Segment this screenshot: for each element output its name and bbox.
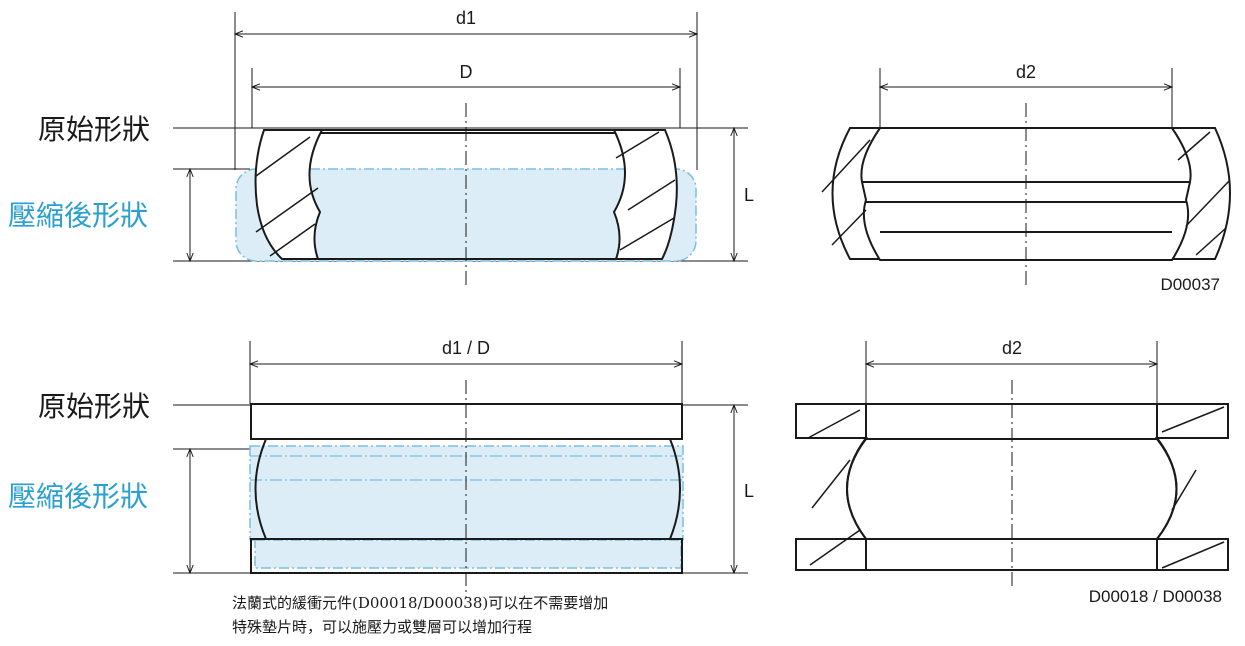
- d1-label: d1: [456, 8, 476, 28]
- left-wall: [254, 129, 324, 260]
- caption-line-2: 特殊墊片時，可以施壓力或雙層可以增加行程: [232, 618, 533, 636]
- original-shape-label-2: 原始形狀: [38, 390, 150, 423]
- code-bottom: D00018 / D00038: [1089, 587, 1222, 606]
- d2-label-bottom: d2: [1002, 338, 1022, 358]
- d2-label: d2: [1016, 62, 1036, 82]
- compressed-shape-label-2: 壓縮後形狀: [8, 480, 148, 513]
- right-wall: [612, 129, 678, 260]
- code-top: D00037: [1160, 275, 1220, 294]
- original-shape-label: 原始形狀: [38, 113, 150, 146]
- caption: 法蘭式的緩衝元件(D00018/D00038)可以在不需要增加 特殊墊片時，可以…: [232, 591, 752, 639]
- bottom-left-figure: d1 / D L 原始形狀 壓縮後形狀: [8, 338, 754, 598]
- D-label: D: [460, 62, 473, 82]
- d1-D-label: d1 / D: [442, 338, 490, 358]
- caption-line-1: 法蘭式的緩衝元件(D00018/D00038)可以在不需要增加: [232, 594, 609, 612]
- L-label: L: [744, 185, 754, 205]
- bottom-right-figure: d2 D00018 / D00038: [795, 338, 1229, 606]
- compressed-shape-label: 壓縮後形狀: [8, 199, 148, 232]
- top-right-figure: d2 D00037: [821, 62, 1231, 294]
- L-label-bottom: L: [744, 481, 754, 501]
- top-left-figure: d1 D L 原始形狀 壓縮後形狀: [8, 8, 754, 288]
